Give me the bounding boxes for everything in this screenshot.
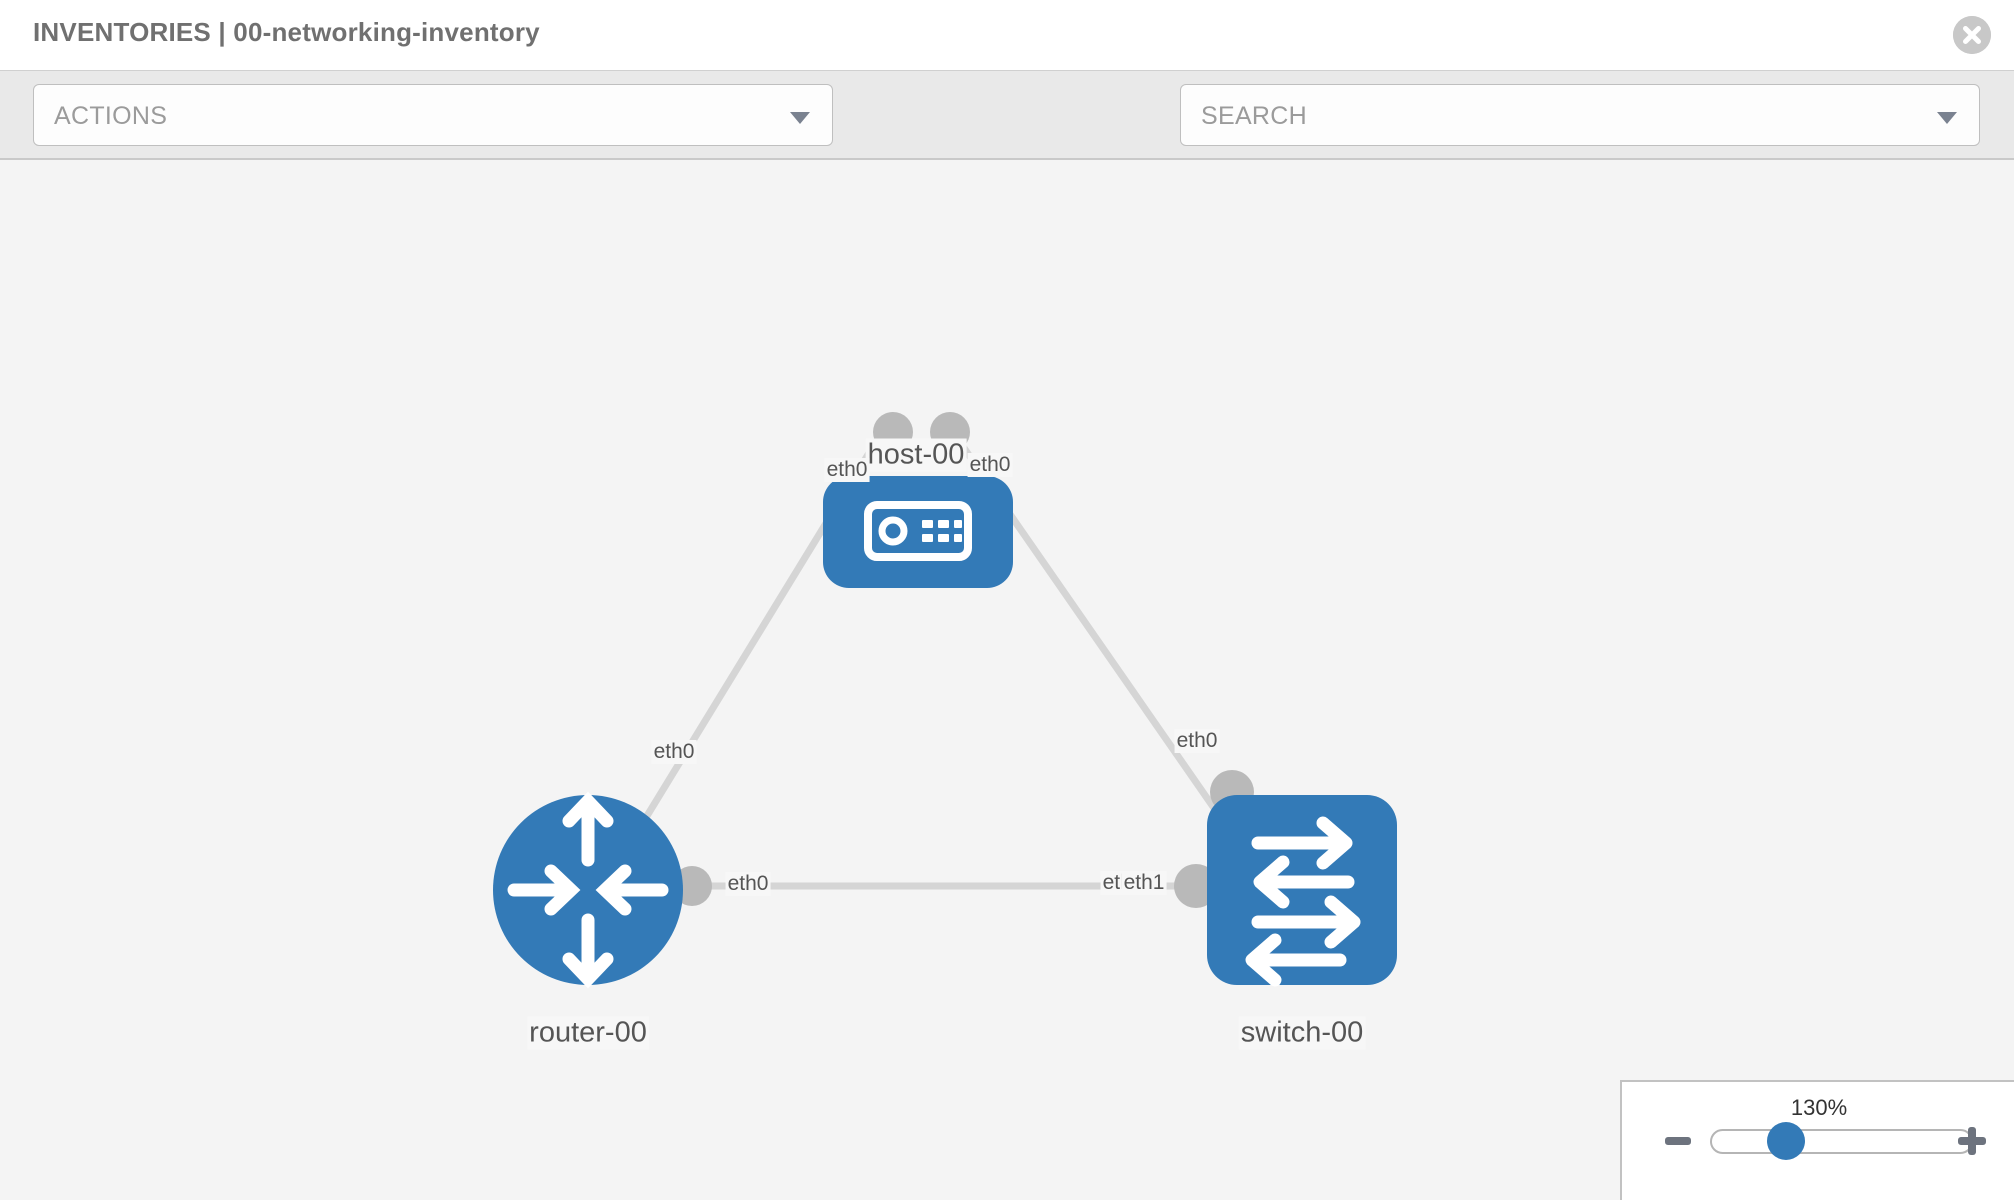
zoom-slider-track[interactable] xyxy=(1710,1129,1973,1154)
router-arrows-icon xyxy=(507,791,669,989)
topology-node-host-00 xyxy=(823,476,1013,588)
page-header: INVENTORIES | 00-networking-inventory xyxy=(0,0,2014,70)
zoom-slider-handle[interactable] xyxy=(1767,1122,1805,1160)
chevron-down-icon[interactable] xyxy=(1937,112,1957,124)
topology-node-switch-00 xyxy=(1207,795,1397,987)
zoom-level-value: 130% xyxy=(1790,1095,1848,1120)
topology-node-router-00 xyxy=(493,791,683,989)
server-icon xyxy=(864,501,972,561)
zoom-control-panel: 130% xyxy=(1620,1080,2014,1200)
chevron-down-icon xyxy=(790,112,810,124)
page-title: INVENTORIES | 00-networking-inventory xyxy=(33,17,540,47)
toolbar: ACTIONS SEARCH xyxy=(0,70,2014,202)
plus-icon[interactable] xyxy=(1958,1127,1986,1155)
topology-graph xyxy=(493,412,1397,989)
switch-arrows-icon xyxy=(1245,816,1361,987)
connector-host00-right xyxy=(930,412,970,452)
minus-icon[interactable] xyxy=(1665,1137,1691,1145)
search-input[interactable]: SEARCH xyxy=(1180,84,1980,146)
actions-dropdown[interactable]: ACTIONS xyxy=(33,84,833,146)
topology-canvas[interactable]: host-00 router-00 switch-00 eth0 eth0 et… xyxy=(0,160,2014,1200)
close-icon[interactable] xyxy=(1953,16,1991,54)
actions-dropdown-label: ACTIONS xyxy=(54,102,168,130)
search-placeholder: SEARCH xyxy=(1201,102,1307,130)
connector-host00-left xyxy=(873,412,913,452)
